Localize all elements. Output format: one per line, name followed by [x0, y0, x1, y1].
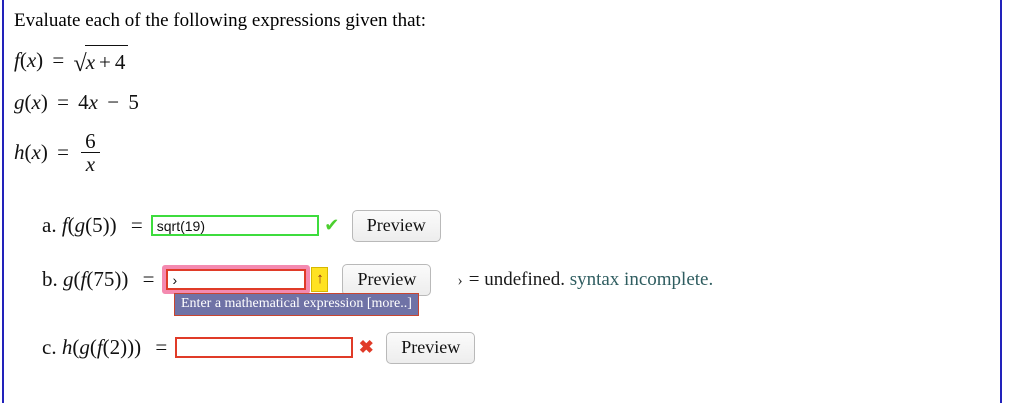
row-b-marker: b.: [42, 267, 58, 292]
row-a-equals: =: [130, 213, 143, 238]
check-icon: ✔: [324, 215, 340, 236]
row-c-outer-function: h: [61, 335, 73, 360]
row-a-label: a. f(g(5)) =: [14, 213, 151, 238]
cross-icon: ✖: [358, 337, 374, 358]
row-c-label: c. h(g(f(2))) =: [14, 335, 175, 360]
result-value: undefined.: [484, 268, 565, 290]
row-c-middle-function: g: [79, 335, 90, 360]
preview-button-a[interactable]: Preview: [351, 209, 441, 242]
row-c-argument: 2: [109, 335, 121, 360]
frame-border-right: [1000, 0, 1002, 403]
square-root-expression: √x+4: [73, 44, 129, 79]
function-g-name: g: [14, 89, 25, 114]
answer-input-b[interactable]: [166, 269, 307, 291]
input-hint-tooltip: Enter a mathematical expression [more..]: [174, 292, 419, 316]
answer-row-c: c. h(g(f(2))) = ✖ Preview: [14, 329, 994, 367]
equals-sign: =: [57, 89, 69, 114]
function-g-variable: x: [31, 89, 41, 114]
answer-row-a: a. f(g(5)) = ✔ Preview: [14, 207, 994, 245]
row-c-marker: c.: [42, 335, 57, 360]
g-operator: −: [107, 89, 120, 114]
g-variable: x: [88, 89, 98, 114]
row-c-equals: =: [155, 335, 168, 360]
function-h-name: h: [14, 139, 25, 164]
row-a-outer-function: f: [61, 213, 68, 238]
result-chevron-icon: ›: [457, 271, 463, 289]
row-b-equals: =: [142, 267, 155, 292]
answer-rows: a. f(g(5)) = ✔ Preview b. g(f(75)) = ↑ P…: [14, 207, 994, 367]
g-constant: 5: [128, 89, 139, 114]
function-f-variable: x: [26, 47, 37, 72]
function-f-name: f: [14, 47, 20, 72]
answer-input-b-focus-ring: [162, 265, 311, 295]
answer-input-a[interactable]: [150, 215, 319, 237]
row-a-inner-function: g: [74, 213, 86, 238]
equals-sign: =: [57, 139, 69, 164]
result-note: syntax incomplete.: [569, 268, 714, 290]
fraction-denominator: x: [80, 152, 101, 176]
question-panel: Evaluate each of the following expressio…: [14, 0, 994, 403]
radicand-variable: x: [85, 49, 96, 74]
prompt-text: Evaluate each of the following expressio…: [14, 10, 427, 31]
row-b-label: b. g(f(75)) =: [14, 267, 162, 292]
row-a-marker: a.: [42, 213, 57, 238]
given-function-g: g(x) = 4x − 5: [14, 89, 139, 114]
radical-icon: √: [73, 50, 87, 77]
warning-up-arrow-icon: ↑: [311, 267, 329, 293]
radicand-operator: +: [99, 49, 111, 74]
frame-border-left: [2, 0, 4, 403]
row-b-inner-function: f: [80, 267, 87, 292]
given-function-f: f(x) = √x+4: [14, 44, 994, 77]
preview-button-b[interactable]: Preview: [342, 263, 432, 296]
row-b-result: › = undefined. syntax incomplete.: [457, 269, 713, 291]
preview-button-c[interactable]: Preview: [386, 331, 476, 364]
given-function-h: h(x) = 6 x: [14, 123, 994, 181]
row-b-outer-function: g: [63, 267, 74, 292]
answer-row-b: b. g(f(75)) = ↑ Preview › = undefined. sy…: [14, 261, 994, 316]
answer-input-c[interactable]: [175, 337, 354, 359]
result-equals: =: [468, 268, 480, 290]
row-b-argument: 75: [93, 267, 115, 292]
equals-sign: =: [52, 47, 65, 72]
g-coefficient: 4: [78, 89, 89, 114]
fraction-numerator: 6: [85, 129, 96, 154]
function-h-variable: x: [31, 139, 41, 164]
fraction-six-over-x: 6 x: [80, 129, 101, 176]
row-c-inner-function: f: [96, 335, 103, 360]
radicand-number: 4: [114, 49, 126, 74]
row-a-argument: 5: [92, 213, 103, 238]
